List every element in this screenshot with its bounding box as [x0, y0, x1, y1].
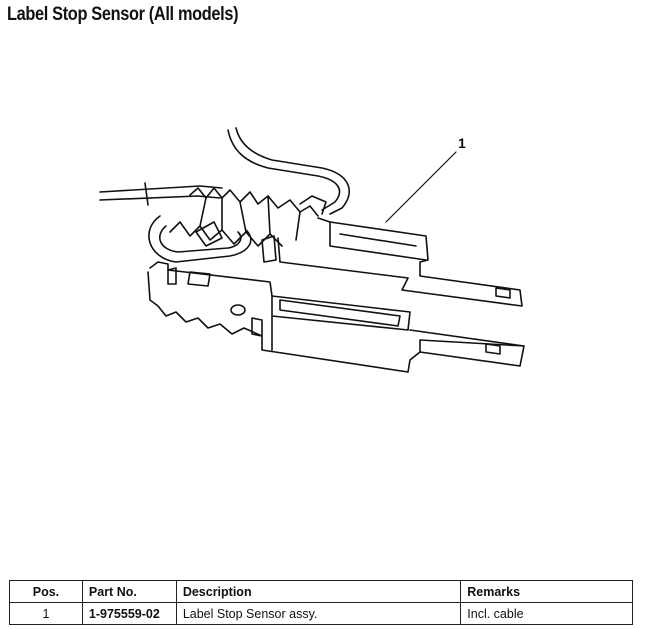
table-row: 1 1-975559-02 Label Stop Sensor assy. In…	[9, 602, 633, 625]
cell-part-no: 1-975559-02	[81, 602, 177, 625]
cell-pos: 1	[9, 602, 83, 625]
sensor-lower-arm-drawing	[147, 261, 525, 373]
mounting-hole-drawing	[230, 304, 246, 316]
cable-drawing	[99, 127, 351, 215]
cable-clip-drawing	[148, 215, 277, 263]
parts-table-header: Pos. Part No. Description Remarks	[9, 580, 633, 603]
sensor-assembly-drawing: 1	[99, 127, 525, 373]
col-header-description: Description	[175, 580, 462, 603]
parts-table: Pos. Part No. Description Remarks 1 1-97…	[9, 580, 633, 625]
callout-leader-line	[385, 151, 457, 223]
col-header-part-no: Part No.	[81, 580, 177, 603]
cable-boot-drawing	[169, 187, 327, 247]
sensor-upper-arm-drawing	[277, 217, 523, 307]
cell-remarks: Incl. cable	[460, 602, 633, 625]
col-header-pos: Pos.	[9, 580, 83, 603]
page-title: Label Stop Sensor (All models)	[7, 4, 239, 25]
col-header-remarks: Remarks	[460, 580, 633, 603]
callout-label-1: 1	[458, 135, 466, 151]
cell-description: Label Stop Sensor assy.	[175, 602, 462, 625]
